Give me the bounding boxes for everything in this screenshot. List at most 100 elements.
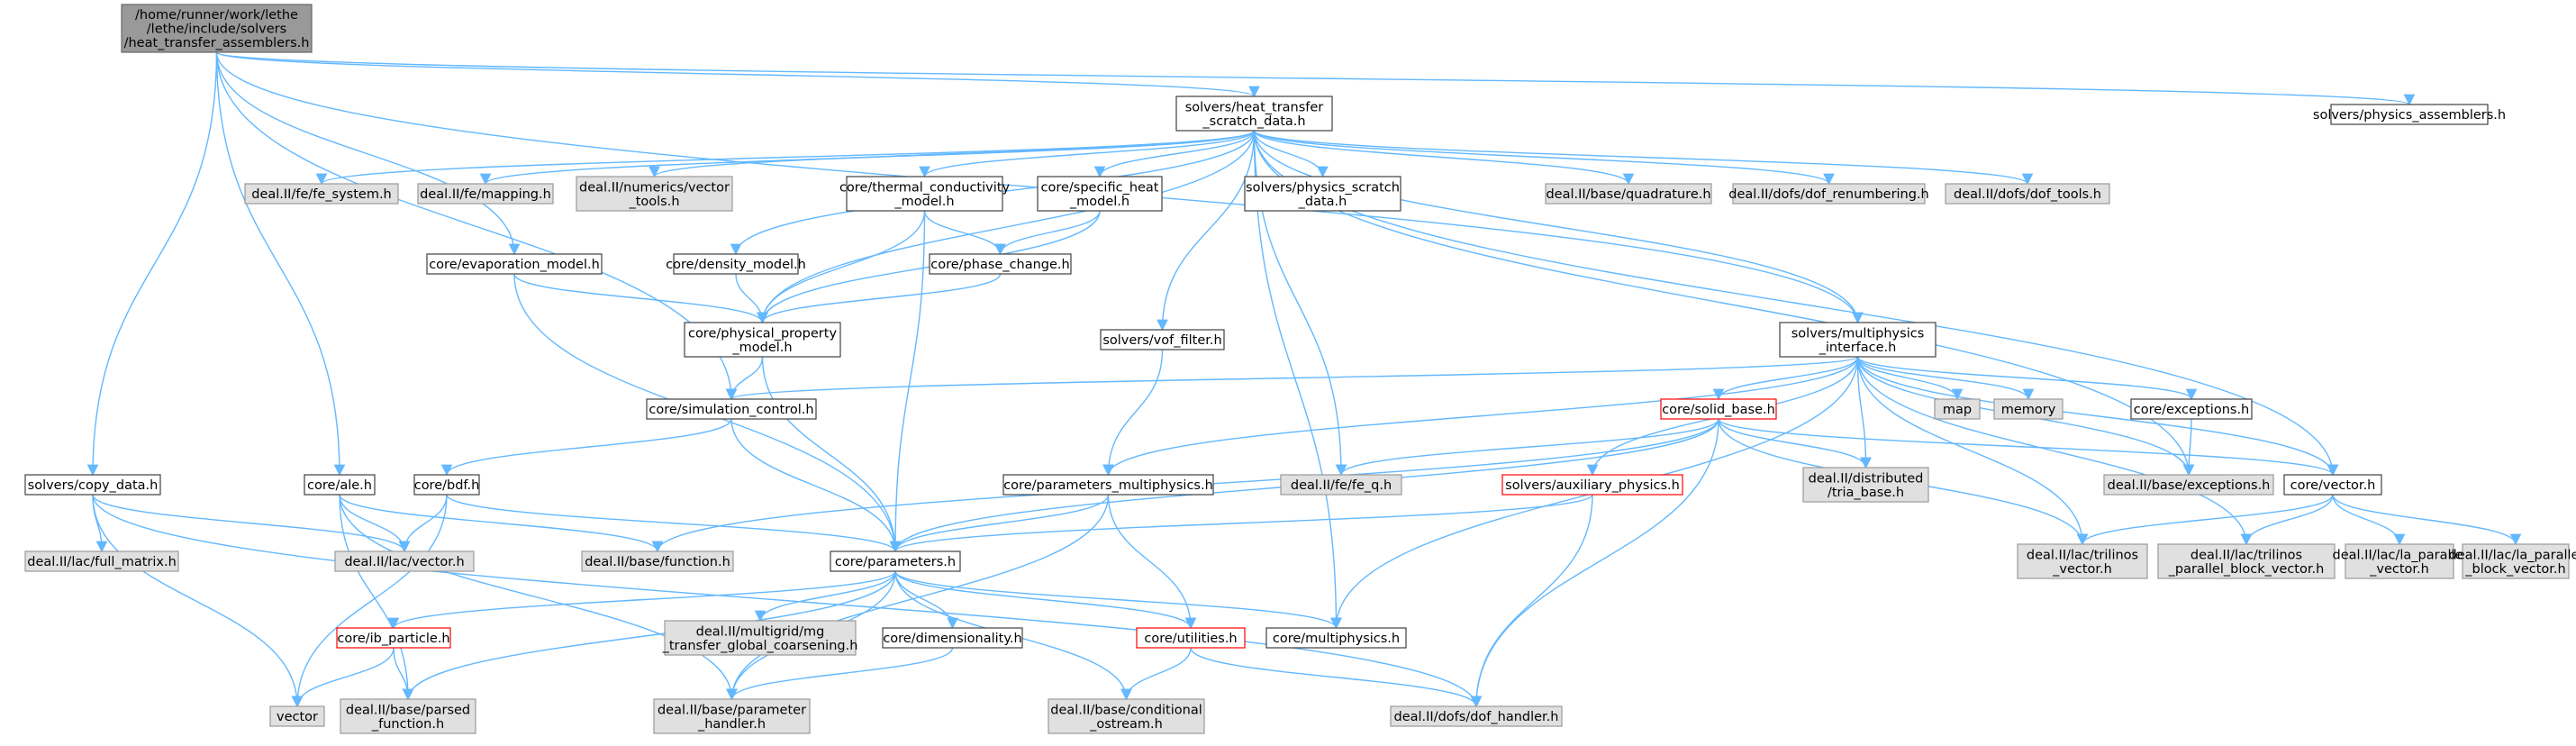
edge-scratch-to-quadrature bbox=[1253, 130, 1635, 186]
edge-physprop-to-simctrl bbox=[725, 356, 764, 401]
node-root[interactable]: /home/runner/work/lethe/lethe/include/so… bbox=[121, 4, 313, 53]
node-parsedfn-label: deal.II/base/parsed_function.h bbox=[346, 703, 470, 732]
edge-parammulti-to-utilities bbox=[1107, 494, 1197, 630]
node-parsedfn-label-line: _function.h bbox=[371, 717, 444, 732]
node-voffilter-label: solvers/vof_filter.h bbox=[1102, 333, 1221, 348]
node-corevector[interactable]: core/vector.h bbox=[2283, 474, 2382, 496]
node-feq-label: deal.II/fe/fe_q.h bbox=[1291, 478, 1392, 493]
node-root-label-line: /heat_transfer_assemblers.h bbox=[124, 36, 310, 50]
node-scratch-label: solvers/heat_transfer_scratch_data.h bbox=[1185, 100, 1324, 129]
node-density-box bbox=[673, 253, 799, 275]
node-utilities[interactable]: core/utilities.h bbox=[1136, 627, 1246, 649]
node-simctrl[interactable]: core/simulation_control.h bbox=[646, 398, 817, 420]
edge-solidbase-to-feq bbox=[1335, 418, 1719, 477]
node-multiphys[interactable]: solvers/multiphysics_interface.h bbox=[1779, 322, 1937, 358]
node-condostream-label: deal.II/base/conditional_ostream.h bbox=[1050, 703, 1202, 732]
edge-scratch-to-voffilter bbox=[1156, 130, 1256, 332]
node-multiphys-label-line: solvers/multiphysics bbox=[1791, 326, 1925, 341]
node-physscratch-label: solvers/physics_scratch_data.h bbox=[1246, 180, 1400, 209]
node-specheat-label: core/specific_heat_model.h bbox=[1040, 180, 1158, 209]
node-evap[interactable]: core/evaporation_model.h bbox=[426, 253, 603, 275]
edge-utilities-to-dofhandler bbox=[1190, 647, 1483, 708]
node-trilblock-box bbox=[2157, 543, 2336, 579]
edge-scratch-to-fesystem bbox=[316, 130, 1256, 186]
node-specheat[interactable]: core/specific_heat_model.h bbox=[1037, 176, 1163, 212]
node-parammulti[interactable]: core/parameters_multiphysics.h bbox=[1002, 474, 1214, 496]
edge-solidbase-to-triabase bbox=[1718, 418, 1872, 469]
node-root-label-line: /home/runner/work/lethe bbox=[135, 8, 298, 23]
node-condostream-label-line: deal.II/base/conditional bbox=[1050, 703, 1202, 717]
node-voffilter[interactable]: solvers/vof_filter.h bbox=[1100, 329, 1225, 350]
node-mapping-label-line: deal.II/fe/mapping.h bbox=[420, 187, 551, 202]
edge-solidbase-to-dofhandler bbox=[1470, 418, 1719, 708]
node-density[interactable]: core/density_model.h bbox=[666, 253, 806, 275]
node-coremulti[interactable]: core/multiphysics.h bbox=[1265, 627, 1407, 649]
node-physscratch[interactable]: solvers/physics_scratch_data.h bbox=[1244, 176, 1401, 212]
node-exceptions-label-line: core/exceptions.h bbox=[2134, 403, 2250, 417]
edge-scratch-to-vectortools bbox=[649, 130, 1256, 178]
node-lacvector-label: deal.II/lac/vector.h bbox=[344, 555, 464, 569]
node-ibparticle[interactable]: core/ib_particle.h bbox=[336, 627, 451, 649]
node-ale-box bbox=[304, 474, 376, 496]
node-dimensionality-label: core/dimensionality.h bbox=[883, 632, 1021, 646]
node-density-label: core/density_model.h bbox=[666, 258, 806, 272]
node-baseexc-label: deal.II/base/exceptions.h bbox=[2108, 478, 2271, 493]
edge-root-to-simctrl bbox=[215, 51, 738, 401]
node-thermal-box bbox=[846, 176, 1003, 212]
node-coremulti-box bbox=[1265, 627, 1407, 649]
node-specheat-box bbox=[1037, 176, 1163, 212]
node-root-label-line: /lethe/include/solvers bbox=[147, 23, 286, 37]
edge-scratch-to-coremulti bbox=[1253, 130, 1342, 630]
node-doftools-label-line: deal.II/dofs/dof_tools.h bbox=[1954, 187, 2101, 202]
node-triabase-label-line: /tria_base.h bbox=[1828, 486, 1904, 500]
edge-ibparticle-to-vector bbox=[291, 647, 395, 708]
node-thermal[interactable]: core/thermal_conductivity_model.h bbox=[839, 176, 1010, 212]
edge-corevector-to-trilblock bbox=[2240, 494, 2334, 546]
node-exceptions[interactable]: core/exceptions.h bbox=[2130, 398, 2253, 420]
node-solidbase-label: core/solid_base.h bbox=[1662, 403, 1775, 417]
node-dofrenum-label-line: deal.II/dofs/dof_renumbering.h bbox=[1728, 187, 1929, 202]
edge-corevector-to-lapar bbox=[2332, 494, 2406, 546]
node-solidbase[interactable]: core/solid_base.h bbox=[1660, 398, 1777, 420]
node-phasechange[interactable]: core/phase_change.h bbox=[929, 253, 1072, 275]
node-basefunction-label-line: deal.II/base/function.h bbox=[585, 555, 730, 569]
edge-thermal-to-phasechange bbox=[923, 210, 1006, 256]
node-evap-label: core/evaporation_model.h bbox=[429, 258, 600, 272]
node-parsedfn-label-line: deal.II/base/parsed bbox=[346, 703, 470, 717]
node-ale[interactable]: core/ale.h bbox=[304, 474, 376, 496]
node-corevector-label: core/vector.h bbox=[2290, 478, 2376, 493]
node-density-label-line: core/density_model.h bbox=[666, 258, 806, 272]
edge-auxphys-to-parameters bbox=[889, 494, 1593, 553]
node-physprop[interactable]: core/physical_property_model.h bbox=[684, 322, 841, 358]
edge-scratch-to-thermal bbox=[919, 130, 1256, 178]
edge-evap-to-physprop bbox=[513, 273, 768, 324]
node-dimensionality-label-line: core/dimensionality.h bbox=[883, 632, 1021, 646]
node-laparblock-label: deal.II/lac/la_parallel_block_vector.h bbox=[2449, 548, 2576, 577]
node-parameters[interactable]: core/parameters.h bbox=[830, 550, 961, 572]
node-physscratch-label-line: _data.h bbox=[1298, 195, 1347, 209]
node-dofrenum-box bbox=[1732, 183, 1926, 205]
node-vectortools-label: deal.II/numerics/vector_tools.h bbox=[579, 180, 730, 209]
edge-parammulti-to-parameters bbox=[889, 494, 1110, 553]
node-dofhandler-label: deal.II/dofs/dof_handler.h bbox=[1394, 710, 1559, 724]
node-physasm[interactable]: solvers/physics_assemblers.h bbox=[2313, 104, 2506, 125]
edge-parammulti-to-paramhandler bbox=[726, 494, 1110, 701]
node-specheat-label-line: _model.h bbox=[1069, 195, 1129, 209]
node-auxphys-label-line: solvers/auxiliary_physics.h bbox=[1505, 478, 1680, 493]
edge-scratch-to-multiphys bbox=[1253, 130, 1864, 324]
node-lacvector: deal.II/lac/vector.h bbox=[334, 550, 475, 572]
node-trilblock-label-line: _parallel_block_vector.h bbox=[2168, 562, 2325, 577]
node-laparblock: deal.II/lac/la_parallel_block_vector.h bbox=[2449, 543, 2576, 579]
node-dimensionality[interactable]: core/dimensionality.h bbox=[882, 627, 1023, 649]
node-physprop-label-line: core/physical_property bbox=[688, 326, 837, 341]
node-coremulti-label-line: core/multiphysics.h bbox=[1273, 632, 1400, 646]
node-mgtransfer-label-line: _transfer_global_coarsening.h bbox=[662, 639, 858, 653]
node-auxphys[interactable]: solvers/auxiliary_physics.h bbox=[1501, 474, 1683, 496]
node-evap-box bbox=[426, 253, 603, 275]
node-bdf[interactable]: core/bdf.h bbox=[413, 474, 480, 496]
node-condostream-box bbox=[1048, 698, 1205, 734]
node-scratch[interactable]: solvers/heat_transfer_scratch_data.h bbox=[1175, 96, 1333, 132]
edge-ale-to-basefunction bbox=[339, 494, 664, 553]
node-copydata[interactable]: solvers/copy_data.h bbox=[24, 474, 161, 496]
edge-copydata-to-dofhandler bbox=[92, 494, 1483, 708]
